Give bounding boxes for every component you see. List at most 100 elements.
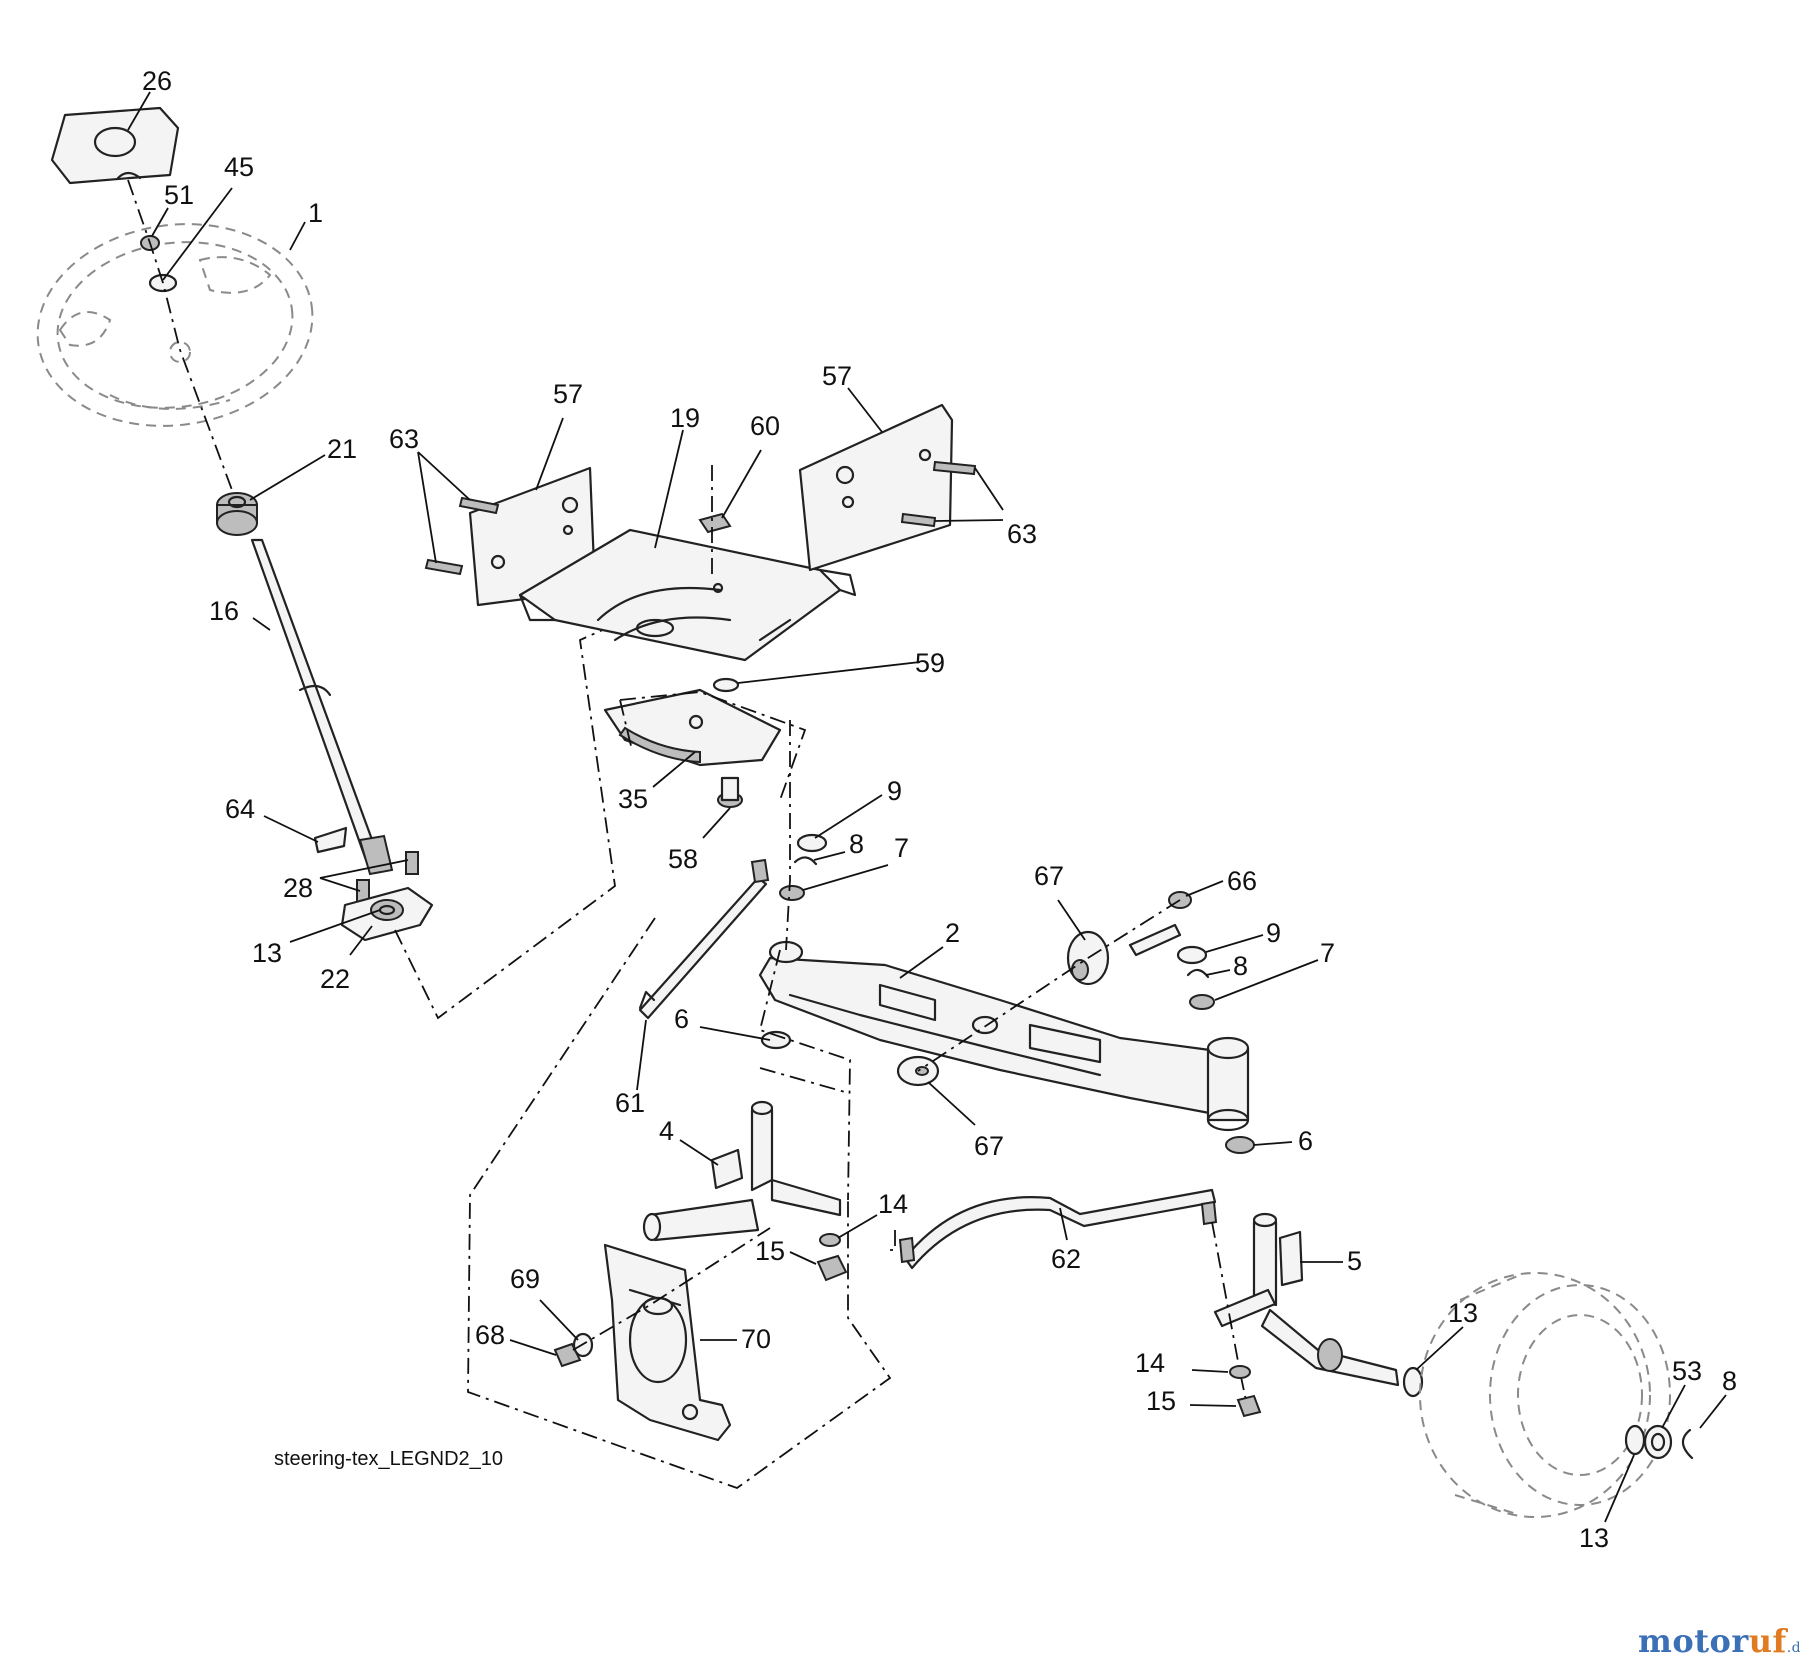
washer-7-left (779, 885, 805, 901)
spindle-4 (642, 1100, 842, 1242)
callout-7-left: 7 (894, 833, 909, 863)
centerline-pivot (917, 899, 1181, 1072)
callout-69: 69 (510, 1264, 540, 1294)
lock-washer-14-left (819, 1233, 841, 1247)
front-axle-2 (758, 940, 1250, 1132)
drag-link-61 (638, 858, 770, 1020)
centerline-axle-spindle (758, 949, 851, 1201)
callout-22: 22 (320, 964, 350, 994)
cap-9-right (1176, 945, 1208, 965)
callout-9-left: 9 (887, 776, 902, 806)
nut-15-right (1236, 1394, 1262, 1418)
callout-61: 61 (615, 1088, 645, 1118)
callout-51: 51 (164, 180, 194, 210)
watermark-part2: uf (1748, 1622, 1787, 1660)
pivot-bolt-66 (1128, 891, 1192, 957)
pin-58 (717, 776, 743, 808)
clip-64 (313, 826, 348, 854)
callout-63-right: 63 (1007, 519, 1037, 549)
bolts-63-left (424, 496, 500, 576)
callout-26: 26 (142, 66, 172, 96)
drawing-reference: steering-tex_LEGND2_10 (274, 1448, 503, 1470)
callout-6-right: 6 (1298, 1126, 1313, 1156)
centerline-tie-rod-left (888, 1230, 896, 1251)
lock-washer-14-right (1229, 1365, 1251, 1379)
callout-labels: 26 45 51 1 21 16 64 28 13 22 63 57 19 60… (142, 66, 1737, 1553)
callout-21: 21 (327, 434, 357, 464)
centerline-wheel (127, 179, 233, 491)
watermark-suffix: .de (1786, 1640, 1800, 1656)
callout-15-left: 15 (755, 1236, 785, 1266)
steering-support-19 (518, 528, 857, 662)
callout-13-bracket: 13 (252, 938, 282, 968)
callout-6-left: 6 (674, 1004, 689, 1034)
watermark-part1: motor (1638, 1622, 1749, 1660)
leader-lines (127, 91, 1727, 1523)
sector-gear-35 (603, 688, 782, 767)
washer-13-axle (1402, 1366, 1424, 1398)
callout-16: 16 (209, 596, 239, 626)
callout-8-left: 8 (849, 829, 864, 859)
steering-shaft (250, 538, 394, 876)
callout-7-right: 7 (1320, 938, 1335, 968)
callout-15-right: 15 (1146, 1386, 1176, 1416)
steering-wheel-cap (50, 106, 180, 185)
bushing-6-left (760, 1030, 792, 1050)
callout-13-axle: 13 (1448, 1298, 1478, 1328)
callout-1: 1 (308, 198, 323, 228)
callout-35: 35 (618, 784, 648, 814)
callout-9-right: 9 (1266, 918, 1281, 948)
bushing-21 (216, 492, 258, 536)
nut-60 (698, 512, 732, 534)
callout-28: 28 (283, 873, 313, 903)
callout-66: 66 (1227, 866, 1257, 896)
sector-outline (619, 691, 807, 801)
callout-57-left: 57 (553, 379, 583, 409)
bracket-22 (340, 886, 434, 942)
callout-70: 70 (741, 1324, 771, 1354)
callout-59: 59 (915, 648, 945, 678)
front-wheel (1419, 1272, 1671, 1518)
callout-19: 19 (670, 403, 700, 433)
callout-14-right: 14 (1135, 1348, 1165, 1378)
callout-8-wheel: 8 (1722, 1366, 1737, 1396)
callout-14-left: 14 (878, 1189, 908, 1219)
clip-8-right (1186, 968, 1210, 979)
callout-4: 4 (659, 1116, 674, 1146)
callout-58: 58 (668, 844, 698, 874)
bolts-63-right (900, 460, 977, 528)
centerline-gear-axle (785, 720, 791, 951)
centerline-shaft-gear (394, 619, 626, 1020)
callout-60: 60 (750, 411, 780, 441)
clip-8-left (793, 856, 818, 866)
spindle-5 (1213, 1212, 1400, 1387)
cap-9-left (796, 833, 828, 853)
bushing-6-right (1225, 1136, 1255, 1154)
mounting-plate-57-right (798, 403, 954, 572)
tie-rod-62 (898, 1188, 1218, 1270)
callout-45: 45 (224, 152, 254, 182)
steering-wheel (36, 223, 314, 427)
nut-15-left (816, 1254, 848, 1282)
callout-68: 68 (475, 1320, 505, 1350)
callout-63-left: 63 (389, 424, 419, 454)
washer-59 (712, 677, 740, 693)
callout-67-bottom: 67 (974, 1131, 1004, 1161)
callout-13-wheel: 13 (1579, 1523, 1609, 1553)
callout-57-right: 57 (822, 361, 852, 391)
callout-53: 53 (1672, 1356, 1702, 1386)
sector-plate-70 (603, 1243, 732, 1442)
washer-7-right (1189, 994, 1215, 1010)
callout-64: 64 (225, 794, 255, 824)
callout-62: 62 (1051, 1244, 1081, 1274)
washer-53 (1643, 1424, 1673, 1460)
washer-13-wheel (1624, 1424, 1646, 1456)
watermark-logo: motoruf.de (1638, 1622, 1800, 1660)
e-clip-8 (1681, 1428, 1694, 1460)
callout-5: 5 (1347, 1246, 1362, 1276)
callout-8-right: 8 (1233, 951, 1248, 981)
washer-53-hole (1650, 1432, 1666, 1452)
callout-67-top: 67 (1034, 861, 1064, 891)
callout-2: 2 (945, 918, 960, 948)
